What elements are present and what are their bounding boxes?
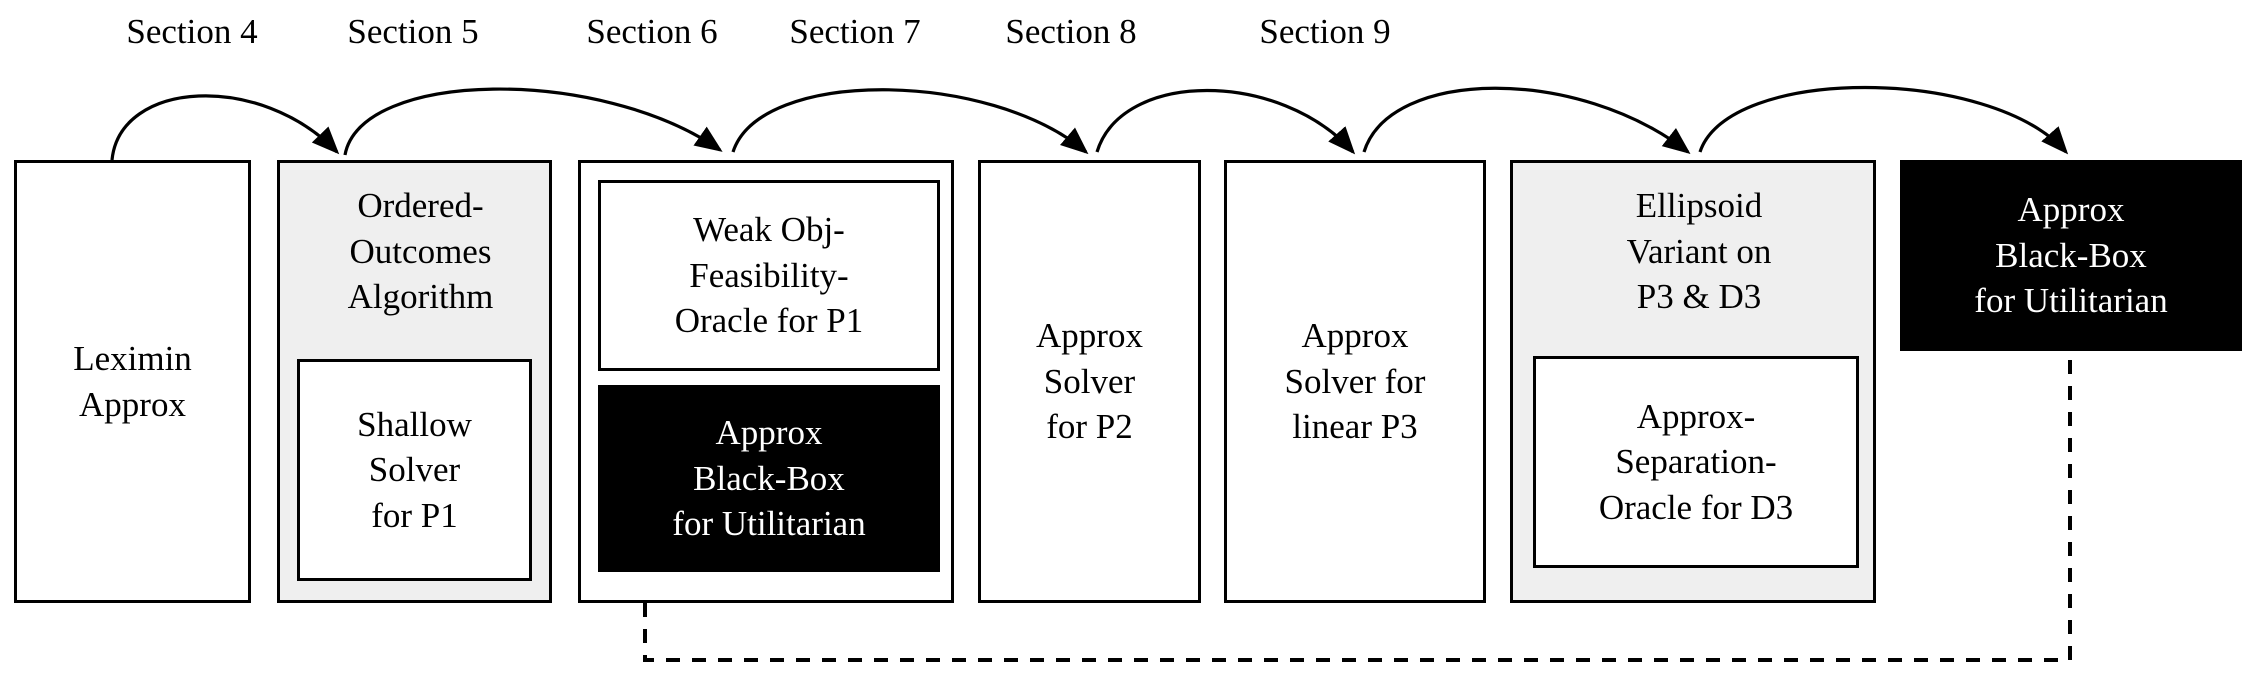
box-weak-obj-feasibility-group[interactable]: Weak Obj- Feasibility- Oracle for P1 App… (578, 160, 954, 603)
box-ellipsoid-variant-p3-d3[interactable]: Ellipsoid Variant on P3 & D3 Approx- Sep… (1510, 160, 1876, 603)
section-label-9: Section 9 (1259, 12, 1391, 51)
section-label-7: Section 7 (789, 12, 921, 51)
box-ordered-outcomes-algorithm[interactable]: Ordered- Outcomes Algorithm Shallow Solv… (277, 160, 552, 603)
box-approx-solver-linear-p3-label: Approx Solver for linear P3 (1284, 316, 1426, 447)
section-label-6: Section 6 (586, 12, 718, 51)
box-approx-solver-p2-label: Approx Solver for P2 (1036, 316, 1143, 447)
section-label-4: Section 4 (126, 12, 258, 51)
arrow-section-7 (1095, 89, 1356, 155)
section-label-5: Section 5 (347, 12, 479, 51)
arrow-section-8 (1362, 86, 1691, 154)
box-shallow-solver-p1-label: Shallow Solver for P1 (357, 404, 472, 535)
box-shallow-solver-p1[interactable]: Shallow Solver for P1 (297, 359, 532, 581)
box-ordered-outcomes-algorithm-label: Ordered- Outcomes Algorithm (347, 186, 494, 316)
box-weak-obj-feasibility-oracle-p1-label: Weak Obj- Feasibility- Oracle for P1 (674, 210, 864, 341)
arrow-section-6 (731, 88, 1089, 155)
box-approx-black-box-utilitarian-2-label: Approx Black-Box for Utilitarian (1974, 190, 2168, 321)
box-approx-black-box-utilitarian-1-label: Approx Black-Box for Utilitarian (672, 413, 866, 544)
section-label-8: Section 8 (1005, 12, 1137, 51)
box-approx-solver-linear-p3[interactable]: Approx Solver for linear P3 (1224, 160, 1486, 603)
box-approx-separation-oracle-d3-label: Approx- Separation- Oracle for D3 (1598, 396, 1794, 527)
box-approx-separation-oracle-d3[interactable]: Approx- Separation- Oracle for D3 (1533, 356, 1859, 568)
box-ellipsoid-variant-p3-d3-label: Ellipsoid Variant on P3 & D3 (1626, 186, 1772, 316)
arrow-section-5 (343, 87, 723, 156)
box-approx-solver-p2[interactable]: Approx Solver for P2 (978, 160, 1201, 603)
arrow-section-9 (1698, 85, 2069, 155)
box-approx-black-box-utilitarian-2[interactable]: Approx Black-Box for Utilitarian (1900, 160, 2242, 351)
box-weak-obj-feasibility-oracle-p1[interactable]: Weak Obj- Feasibility- Oracle for P1 (598, 180, 940, 371)
arrow-section-4 (110, 94, 340, 161)
box-approx-black-box-utilitarian-1[interactable]: Approx Black-Box for Utilitarian (598, 385, 940, 572)
box-leximin-approx[interactable]: Leximin Approx (14, 160, 251, 603)
box-leximin-approx-label: Leximin Approx (73, 339, 192, 424)
